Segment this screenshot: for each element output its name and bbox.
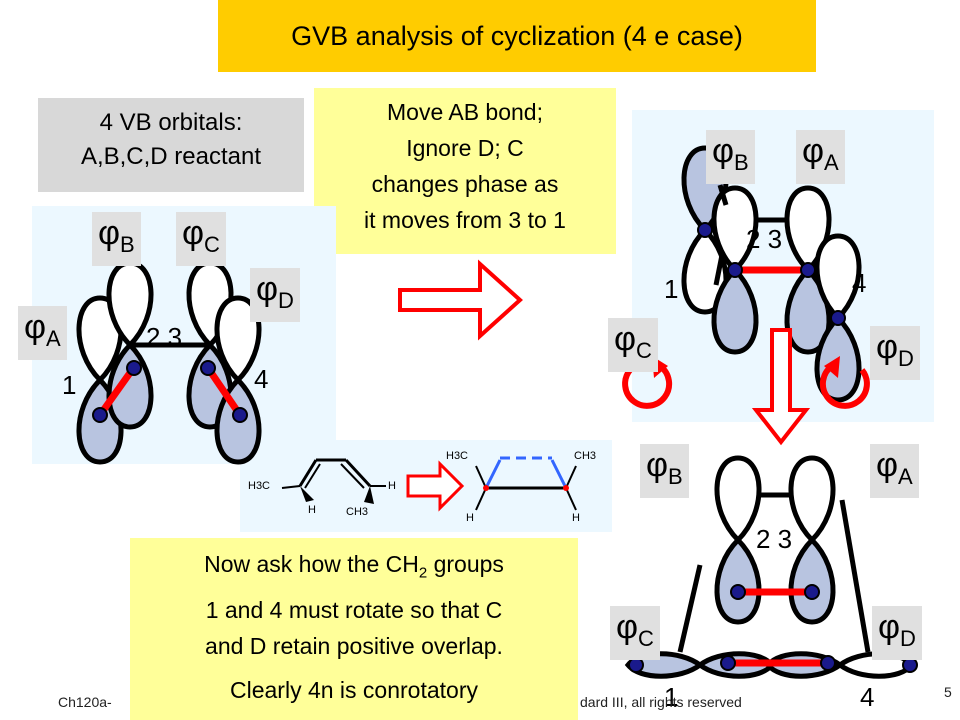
phi-c-label-product: φC [610,606,660,660]
atom-number-23-reactant: 2 3 [146,322,183,352]
intermediate-orbitals [622,148,870,409]
product-h3c-label: H3C [446,450,469,462]
phi-symbol: φ [616,608,639,646]
sub-d: D [278,287,294,313]
atom-number-23-product: 2 3 [756,524,793,554]
product-ch3-label: CH3 [574,450,597,462]
rotation-question-note: Now ask how the CH2 groups 1 and 4 must … [130,538,578,720]
rotate-note-line-1-a: Now ask how the CH [204,551,419,577]
atom-number-1-reactant: 1 [62,370,77,400]
slide-title: GVB analysis of cyclization (4 e case) [218,0,816,72]
atom-number-4-reactant: 4 [254,364,269,394]
diene-ch3-label: CH3 [346,506,369,518]
rotate-note-line-3: and D retain positive overlap. [205,632,503,659]
vb-orbitals-note: 4 VB orbitals: A,B,C,D reactant [38,98,304,192]
bond-ab [97,367,135,418]
sub-c: C [204,231,220,257]
phi-symbol: φ [646,446,669,484]
atom-number-1-intermediate: 1 [664,274,679,304]
phi-d-label-product: φD [872,606,922,660]
sub-d: D [898,345,914,371]
phi-a-label-product: φA [870,444,919,498]
phi-symbol: φ [24,308,47,346]
phi-symbol: φ [256,270,279,308]
rotation-arrow-right-icon [819,356,870,409]
phi-a-label-reactant: φA [18,306,67,360]
diene-molecule [281,458,386,504]
phi-symbol: φ [876,328,899,366]
rotate-note-sub: 2 [418,564,428,582]
sub-a: A [46,325,61,351]
phi-b-label-product: φB [640,444,689,498]
phi-c-label-intermediate: φC [608,318,658,372]
phi-c-label-reactant: φC [176,212,226,266]
sub-a: A [824,149,839,175]
phi-a-label-intermediate: φA [796,130,845,184]
atom-number-23-intermediate: 2 3 [746,224,783,254]
phi-symbol: φ [802,132,825,170]
footer-copyright: dard III, all rights reserved [580,694,742,710]
rotate-note-line-2: 1 and 4 must rotate so that C [205,596,503,623]
footer-course: Ch120a- [58,694,112,710]
move-note-line-2: Ignore D; C [406,135,524,161]
cyclobutene-molecule [475,456,577,511]
phi-d-label-intermediate: φD [870,326,920,380]
atom-number-4-product: 4 [860,682,875,712]
sub-b: B [734,149,749,175]
conclusion-text: Clearly 4n is conrotatory [230,676,478,703]
move-bond-note: Move AB bond; Ignore D; C changes phase … [314,88,616,254]
sub-b: B [668,463,683,489]
sub-b: B [120,231,135,257]
small-right-arrow-icon [406,460,465,512]
phi-d-label-reactant: φD [250,268,300,322]
phi-symbol: φ [98,214,121,252]
right-block-arrow-icon [398,259,523,341]
product-h-right-label: H [572,512,580,524]
rotate-note-line-1-b: groups [427,551,504,577]
move-note-line-3: changes phase as [371,171,559,197]
phi-b-label-intermediate: φB [706,130,755,184]
sub-a: A [898,463,913,489]
diene-h-label: H [388,480,396,492]
bond-cd [205,366,243,417]
phi-symbol: φ [182,214,205,252]
reactant-orbitals [79,263,259,462]
phi-symbol: φ [876,446,899,484]
sub-c: C [638,625,654,651]
product-h-left-label: H [466,512,474,524]
vb-note-line-2: A,B,C,D reactant [80,143,262,170]
sub-d: D [900,625,916,651]
footer-page-number: 5 [944,684,952,700]
phi-symbol: φ [614,320,637,358]
product-orbitals [624,458,918,679]
move-note-line-4: it moves from 3 to 1 [364,207,566,233]
phi-symbol: φ [878,608,901,646]
vb-note-line-1: 4 VB orbitals: [99,109,243,136]
diene-h-bottom-label: H [308,504,316,516]
diene-h3c-label: H3C [248,480,271,492]
sub-c: C [636,337,652,363]
rotate-note-line-1: Now ask how the CH2 groups [130,546,578,592]
down-block-arrow-icon [751,328,811,446]
move-note-line-1: Move AB bond; [387,99,543,125]
phi-symbol: φ [712,132,735,170]
phi-b-label-reactant: φB [92,212,141,266]
atom-number-4-intermediate: 4 [852,268,867,298]
atom-number-1-product: 1 [664,682,679,712]
